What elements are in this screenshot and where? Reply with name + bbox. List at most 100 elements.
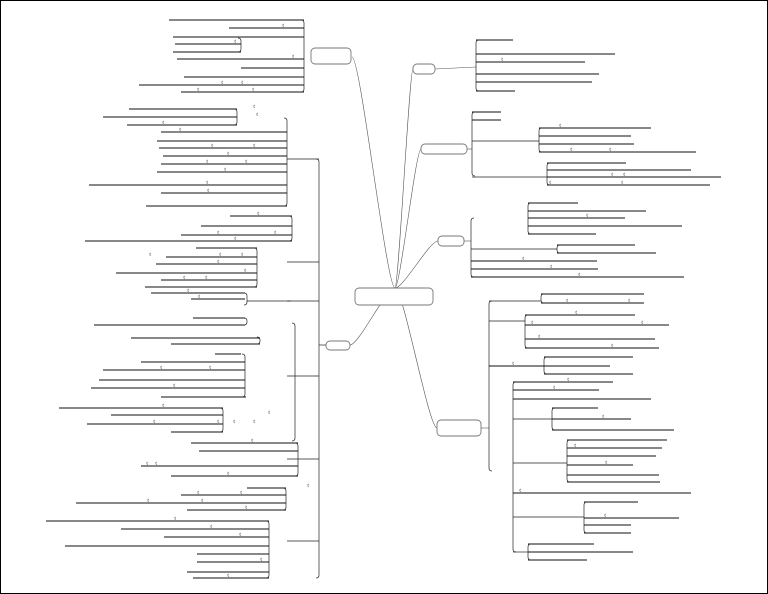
branch-topic-right-3: [437, 235, 465, 247]
bracket-line: [315, 158, 320, 579]
leaf-marker: ¢: [559, 123, 562, 128]
leaf-marker: ¢: [253, 104, 256, 109]
leaf-marker: ¢: [578, 272, 581, 277]
leaf-marker: ¢: [251, 438, 254, 443]
bracket-line: [243, 292, 248, 306]
leaf-marker: ¢: [611, 172, 614, 177]
connector-edge: [394, 287, 438, 429]
branch-topic-right-2: [420, 143, 468, 155]
leaf-layer: ¢¢¢¢¢¢¢¢¢¢¢¢¢¢¢¢¢¢¢¢¢¢¢¢¢¢¢¢¢¢¢¢¢¢¢¢¢¢¢¢…: [46, 19, 721, 579]
connector-edge: [394, 148, 422, 289]
connector-edge: [394, 240, 439, 289]
leaf-marker: ¢: [244, 268, 247, 273]
leaf-marker: ¢: [586, 213, 589, 218]
branch-topic-top-left: [310, 47, 352, 65]
bracket-line: [265, 520, 270, 579]
bracket-line: [288, 215, 293, 242]
leaf-marker: ¢: [227, 573, 230, 578]
leaf-marker: ¢: [198, 294, 201, 299]
leaf-marker: ¢: [241, 80, 244, 85]
leaf-marker: ¢: [173, 383, 176, 388]
leaf-marker: ¢: [187, 288, 190, 293]
leaf-marker: ¢: [604, 513, 607, 518]
leaf-marker: ¢: [256, 112, 259, 117]
bracket-line: [524, 314, 529, 349]
bracket-line: [282, 487, 287, 511]
bracket-line: [538, 127, 543, 153]
leaf-marker: ¢: [206, 159, 209, 164]
node-layer: [310, 47, 482, 437]
leaf-marker: ¢: [522, 256, 525, 261]
leaf-marker: ¢: [553, 385, 556, 390]
leaf-marker: ¢: [567, 377, 570, 382]
leaf-marker: ¢: [205, 275, 208, 280]
leaf-marker: ¢: [252, 87, 255, 92]
leaf-marker: ¢: [628, 298, 631, 303]
leaf-marker: ¢: [201, 498, 204, 503]
leaf-marker: ¢: [549, 180, 552, 185]
leaf-marker: ¢: [538, 334, 541, 339]
leaf-marker: ¢: [234, 236, 237, 241]
leaf-marker: ¢: [219, 252, 222, 257]
leaf-marker: ¢: [566, 298, 569, 303]
leaf-marker: ¢: [234, 39, 237, 44]
leaf-marker: ¢: [512, 361, 515, 366]
leaf-marker: ¢: [531, 320, 534, 325]
leaf-marker: ¢: [179, 127, 182, 132]
leaf-marker: ¢: [611, 343, 614, 348]
leaf-marker: ¢: [282, 23, 285, 28]
leaf-marker: ¢: [274, 230, 277, 235]
bracket-line: [300, 19, 305, 93]
bracket-line: [237, 37, 242, 53]
leaf-marker: ¢: [160, 365, 163, 370]
bracket-line: [241, 353, 246, 398]
bracket-line: [512, 381, 517, 553]
leaf-marker: ¢: [623, 172, 626, 177]
leaf-marker: ¢: [519, 488, 522, 493]
leaf-marker: ¢: [574, 443, 577, 448]
leaf-marker: ¢: [233, 419, 236, 424]
connector-edge: [394, 68, 414, 289]
leaf-marker: ¢: [162, 120, 165, 125]
leaf-marker: ¢: [197, 490, 200, 495]
leaf-marker: ¢: [147, 498, 150, 503]
bracket-line: [471, 111, 476, 177]
leaf-marker: ¢: [146, 461, 149, 466]
leaf-marker: ¢: [211, 143, 214, 148]
leaf-marker: ¢: [149, 252, 152, 257]
bracket-line: [243, 317, 248, 326]
connector-layer: [349, 56, 489, 429]
connector-edge: [434, 66, 477, 70]
bracket-line: [470, 217, 475, 278]
leaf-marker: ¢: [210, 524, 213, 529]
leaf-marker: ¢: [605, 460, 608, 465]
leaf-marker: ¢: [268, 410, 271, 415]
bracket-line: [291, 322, 296, 442]
leaf-marker: ¢: [501, 57, 504, 62]
bracket-line: [540, 293, 545, 304]
bracket-line: [294, 442, 299, 477]
leaf-marker: ¢: [609, 147, 612, 152]
leaf-marker: ¢: [260, 557, 263, 562]
leaf-marker: ¢: [257, 211, 260, 216]
branch-topic-top-right: [412, 63, 436, 75]
branch-topic-left: [325, 340, 351, 351]
leaf-marker: ¢: [183, 275, 186, 280]
leaf-marker: ¢: [174, 516, 177, 521]
leaf-marker: ¢: [307, 483, 310, 488]
leaf-marker: ¢: [245, 159, 248, 164]
central-topic: [354, 287, 434, 306]
leaf-marker: ¢: [207, 188, 210, 193]
bracket-line: [219, 407, 224, 433]
connector-edge: [351, 56, 396, 289]
leaf-marker: ¢: [224, 167, 227, 172]
leaf-marker: ¢: [253, 419, 256, 424]
leaf-marker: ¢: [153, 419, 156, 424]
leaf-marker: ¢: [245, 505, 248, 510]
leaf-marker: ¢: [240, 490, 243, 495]
leaf-marker: ¢: [155, 461, 158, 466]
leaf-marker: ¢: [602, 414, 605, 419]
leaf-marker: ¢: [227, 471, 230, 476]
